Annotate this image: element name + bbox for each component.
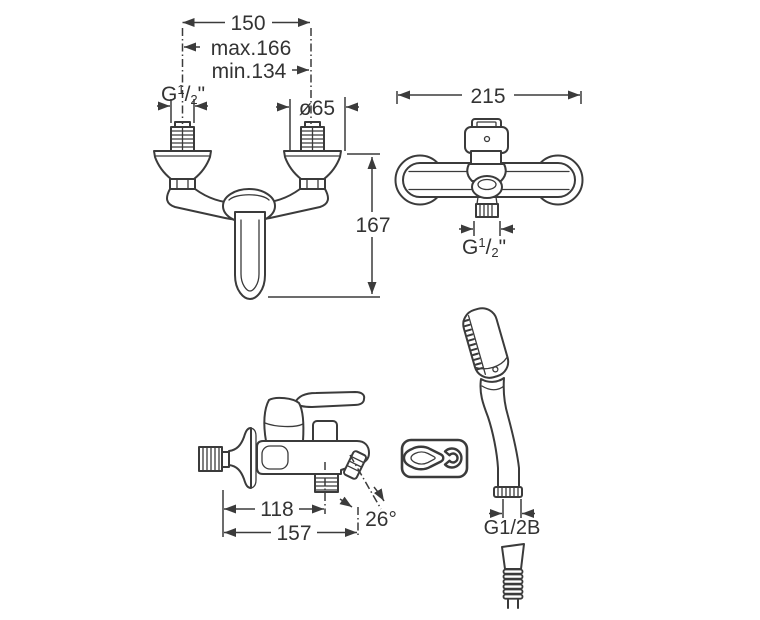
dim-label-dia65: ø65 [299, 97, 335, 120]
side-view-drawing [198, 391, 370, 493]
top-view-drawing [394, 118, 584, 218]
dim-label-26deg: 26° [365, 508, 397, 531]
dim-label-150: 150 [230, 12, 265, 35]
front-view-drawing [153, 121, 342, 300]
dim-label-min134: min.134 [212, 60, 287, 83]
wall-bracket-drawing [400, 438, 469, 479]
hose-drawing [501, 543, 525, 609]
dim-label-215: 215 [470, 85, 505, 108]
thread-label-g12-front: G1/2" [161, 82, 205, 107]
dim-label-118: 118 [260, 498, 293, 521]
side-view-dimensions: 118 157 26° [222, 454, 397, 545]
thread-label-g12-top: G1/2" [462, 235, 506, 260]
thread-label-g12b: G1/2B [484, 517, 541, 539]
dim-label-max166: max.166 [211, 37, 292, 60]
dim-label-157: 157 [276, 522, 311, 545]
top-view-dimensions: 215 G1/2" [396, 85, 582, 260]
front-view-dimensions: 150 max.166 min.134 G1/2" ø65 167 [157, 12, 391, 298]
handshower-dimensions: G1/2B [484, 499, 541, 539]
handshower-drawing [462, 307, 523, 498]
dim-label-167: 167 [355, 214, 390, 237]
